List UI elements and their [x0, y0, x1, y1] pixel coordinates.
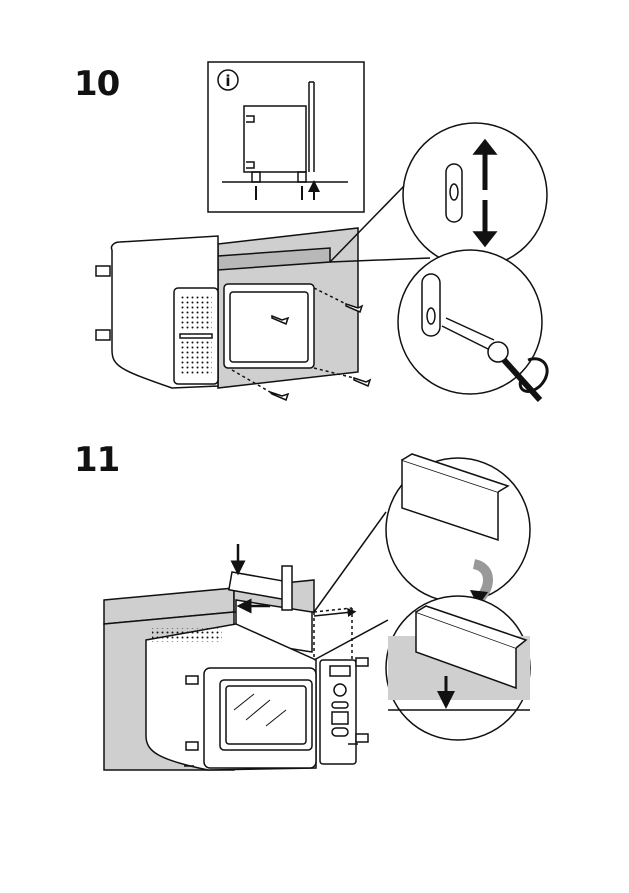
microwave-step10 [96, 228, 370, 400]
info-diagram [208, 62, 364, 212]
info-glyph: i [225, 72, 230, 90]
microwave-step11 [104, 544, 368, 770]
detail-circle-lower [398, 250, 547, 400]
detail-circle-trim-fold [314, 454, 530, 612]
